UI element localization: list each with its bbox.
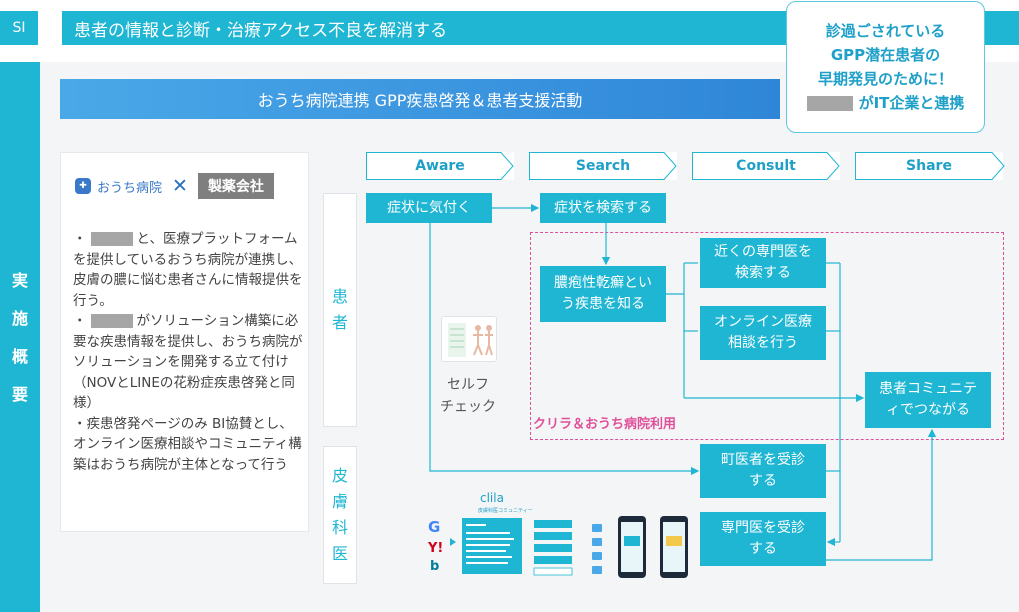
section-side-bar — [0, 62, 40, 612]
stage-search: Search — [529, 152, 677, 180]
redacted-company-name — [90, 232, 133, 246]
redacted-company-name — [90, 314, 133, 328]
bullet-2: ・がソリューション構築に必要な疾患情報を提供し、おうち病院がソリューションを開発… — [73, 313, 303, 411]
node-learn-disease: 膿疱性乾癬という疾患を知る — [540, 266, 666, 322]
partnership-info-box: ✚ おうち病院 ✕ 製薬会社 ・と、医療プラットフォームを提供しているおうち病院… — [60, 152, 309, 532]
stage-chevron-shape — [855, 152, 1005, 180]
node-visit-specialist: 専門医を受診する — [700, 512, 826, 566]
hospital-name: おうち病院 — [97, 180, 163, 196]
stage-aware: Aware — [366, 152, 514, 180]
section-label-char: 概 — [11, 347, 28, 366]
banner: おうち病院連携 GPP疾患啓発＆患者支援活動 — [60, 79, 780, 119]
community-icons — [592, 524, 602, 574]
actor-patient: 患 者 — [323, 193, 357, 427]
stage-chevron-shape — [692, 152, 840, 180]
stage-consult: Consult — [692, 152, 840, 180]
clila-usage-area — [530, 232, 1004, 440]
pharma-company-label: 製薬会社 — [197, 173, 274, 199]
section-label: 実施概要 — [0, 266, 40, 418]
stage-share: Share — [855, 152, 1005, 180]
stage-chevron-shape — [529, 152, 677, 180]
clila-screens-illustration: G Y! b clila 皮膚科医コミュニティー — [427, 491, 688, 578]
section-label-char: 実 — [11, 271, 28, 290]
stage-chevron-shape — [366, 152, 514, 180]
contents-list — [534, 520, 572, 564]
callout-line-1: 診過ごされている — [825, 22, 946, 40]
clila-tagline: 皮膚科医コミュニティー — [478, 507, 533, 514]
node-search-symptom: 症状を検索する — [540, 193, 666, 223]
partner-logos: ✚ おうち病院 ✕ 製薬会社 — [75, 173, 274, 199]
self-check-thumbnail — [441, 316, 497, 362]
bullet-1: ・と、医療プラットフォームを提供しているおうち病院が連携し、皮膚の膿に悩む患者さ… — [73, 231, 303, 309]
callout-line-3: 早期発見のために！ — [817, 70, 953, 88]
callout-box: 診過ごされている GPP潜在患者の 早期発見のために！ がIT企業と連携 — [786, 1, 985, 133]
bing-icon: b — [430, 559, 439, 574]
hospital-logo-icon: ✚ — [75, 178, 91, 194]
node-patient-community: 患者コミュニティでつながる — [865, 372, 991, 428]
section-label-char: 施 — [11, 309, 28, 328]
node-visit-town-doctor: 町医者を受診する — [700, 444, 826, 498]
node-online-consultation: オンライン医療相談を行う — [700, 306, 826, 360]
clila-brand: clila — [480, 491, 504, 505]
node-notice-symptom: 症状に気付く — [366, 193, 492, 223]
clila-usage-label: クリラ＆おうち病院利用 — [533, 417, 677, 432]
section-tag: SI — [0, 11, 38, 45]
bullet-3: ・疾患啓発ページのみ BI協賛とし、オンライン医療相談やコミュニティ構築はおうち… — [73, 415, 302, 473]
partnership-description: ・と、医療プラットフォームを提供しているおうち病院が連携し、皮膚の膿に悩む患者さ… — [73, 229, 305, 475]
actor-dermatologist: 皮 膚 科 医 — [323, 446, 357, 584]
google-icon: G — [428, 518, 440, 536]
body-diagram-icon — [448, 323, 493, 357]
node-search-specialist: 近くの専門医を検索する — [700, 238, 826, 288]
callout-line-2: GPP潜在患者の — [830, 46, 941, 64]
redacted-company-name — [806, 96, 853, 111]
section-label-char: 要 — [11, 385, 28, 404]
cross-icon: ✕ — [172, 175, 188, 197]
callout-line-4: がIT企業と連携 — [806, 94, 964, 112]
yahoo-icon: Y! — [427, 541, 443, 556]
self-check-label: セルフ チェック — [440, 377, 496, 415]
